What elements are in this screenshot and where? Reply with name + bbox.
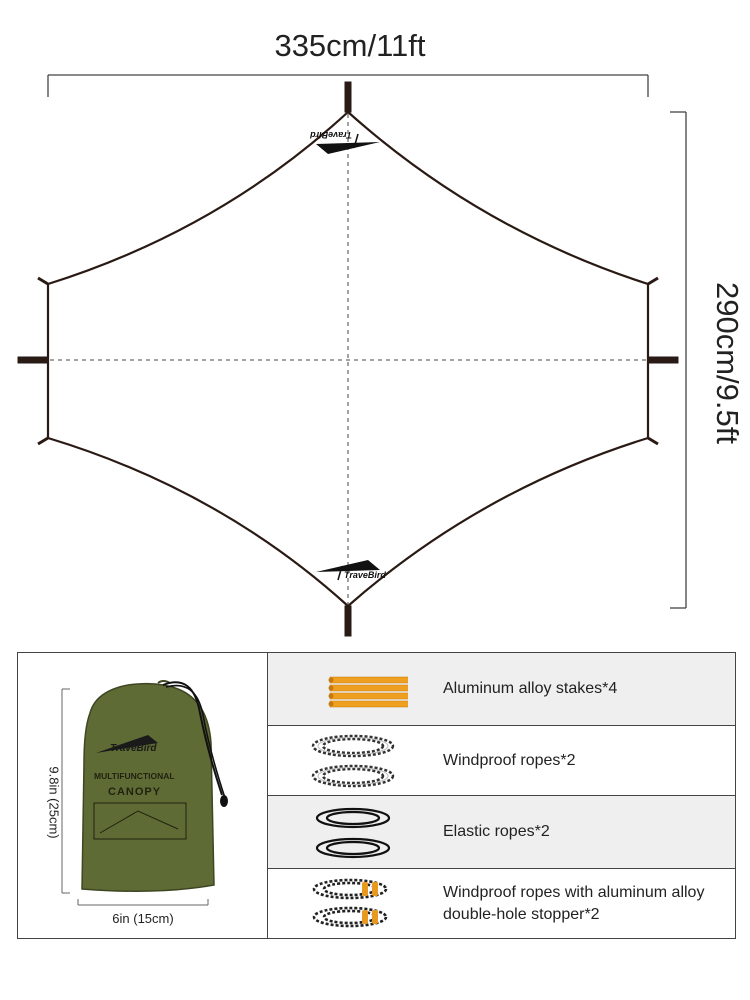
height-dimension-bracket (670, 111, 687, 609)
item-label: Windproof ropes with aluminum alloy doub… (443, 883, 705, 923)
reflective-rope-icon (311, 734, 395, 788)
item-label: Windproof ropes*2 (443, 751, 576, 769)
accessories-table: TraveBird MULTIFUNCTIONAL CANOPY 9.8in (… (17, 652, 736, 939)
svg-text:TraveBird: TraveBird (344, 570, 386, 580)
width-dimension-label: 335cm/11ft (274, 28, 426, 63)
brand-logo-bottom: TraveBird (316, 560, 386, 581)
tarp-diagram: TraveBird TraveBird (17, 74, 687, 637)
storage-bag-image: TraveBird MULTIFUNCTIONAL CANOPY (61, 680, 228, 906)
item-label: Elastic ropes*2 (443, 823, 550, 840)
svg-text:MULTIFUNCTIONAL: MULTIFUNCTIONAL (94, 771, 175, 781)
stakes-icon (328, 676, 408, 708)
item-row-ropes-with-stopper: Windproof ropes with aluminum alloy doub… (268, 869, 735, 938)
bag-width-label: 6in (15cm) (112, 911, 174, 926)
storage-bag-cell: TraveBird MULTIFUNCTIONAL CANOPY 9.8in (… (18, 653, 268, 938)
item-row-windproof-ropes: Windproof ropes*2 (268, 726, 735, 796)
width-dimension-bracket (47, 74, 649, 97)
svg-text:TraveBird: TraveBird (310, 130, 352, 140)
item-row-elastic-ropes: Elastic ropes*2 (268, 796, 735, 869)
item-row-stakes: Aluminum alloy stakes*4 (268, 653, 735, 726)
brand-logo-top: TraveBird (310, 130, 380, 154)
rope-with-stopper-icon (312, 878, 388, 928)
tie-out-points (17, 81, 679, 637)
bag-height-label: 9.8in (25cm) (46, 766, 62, 839)
svg-text:TraveBird: TraveBird (110, 743, 157, 754)
svg-text:CANOPY: CANOPY (108, 786, 161, 798)
elastic-rope-icon (315, 807, 391, 859)
item-label: Aluminum alloy stakes*4 (443, 680, 618, 697)
